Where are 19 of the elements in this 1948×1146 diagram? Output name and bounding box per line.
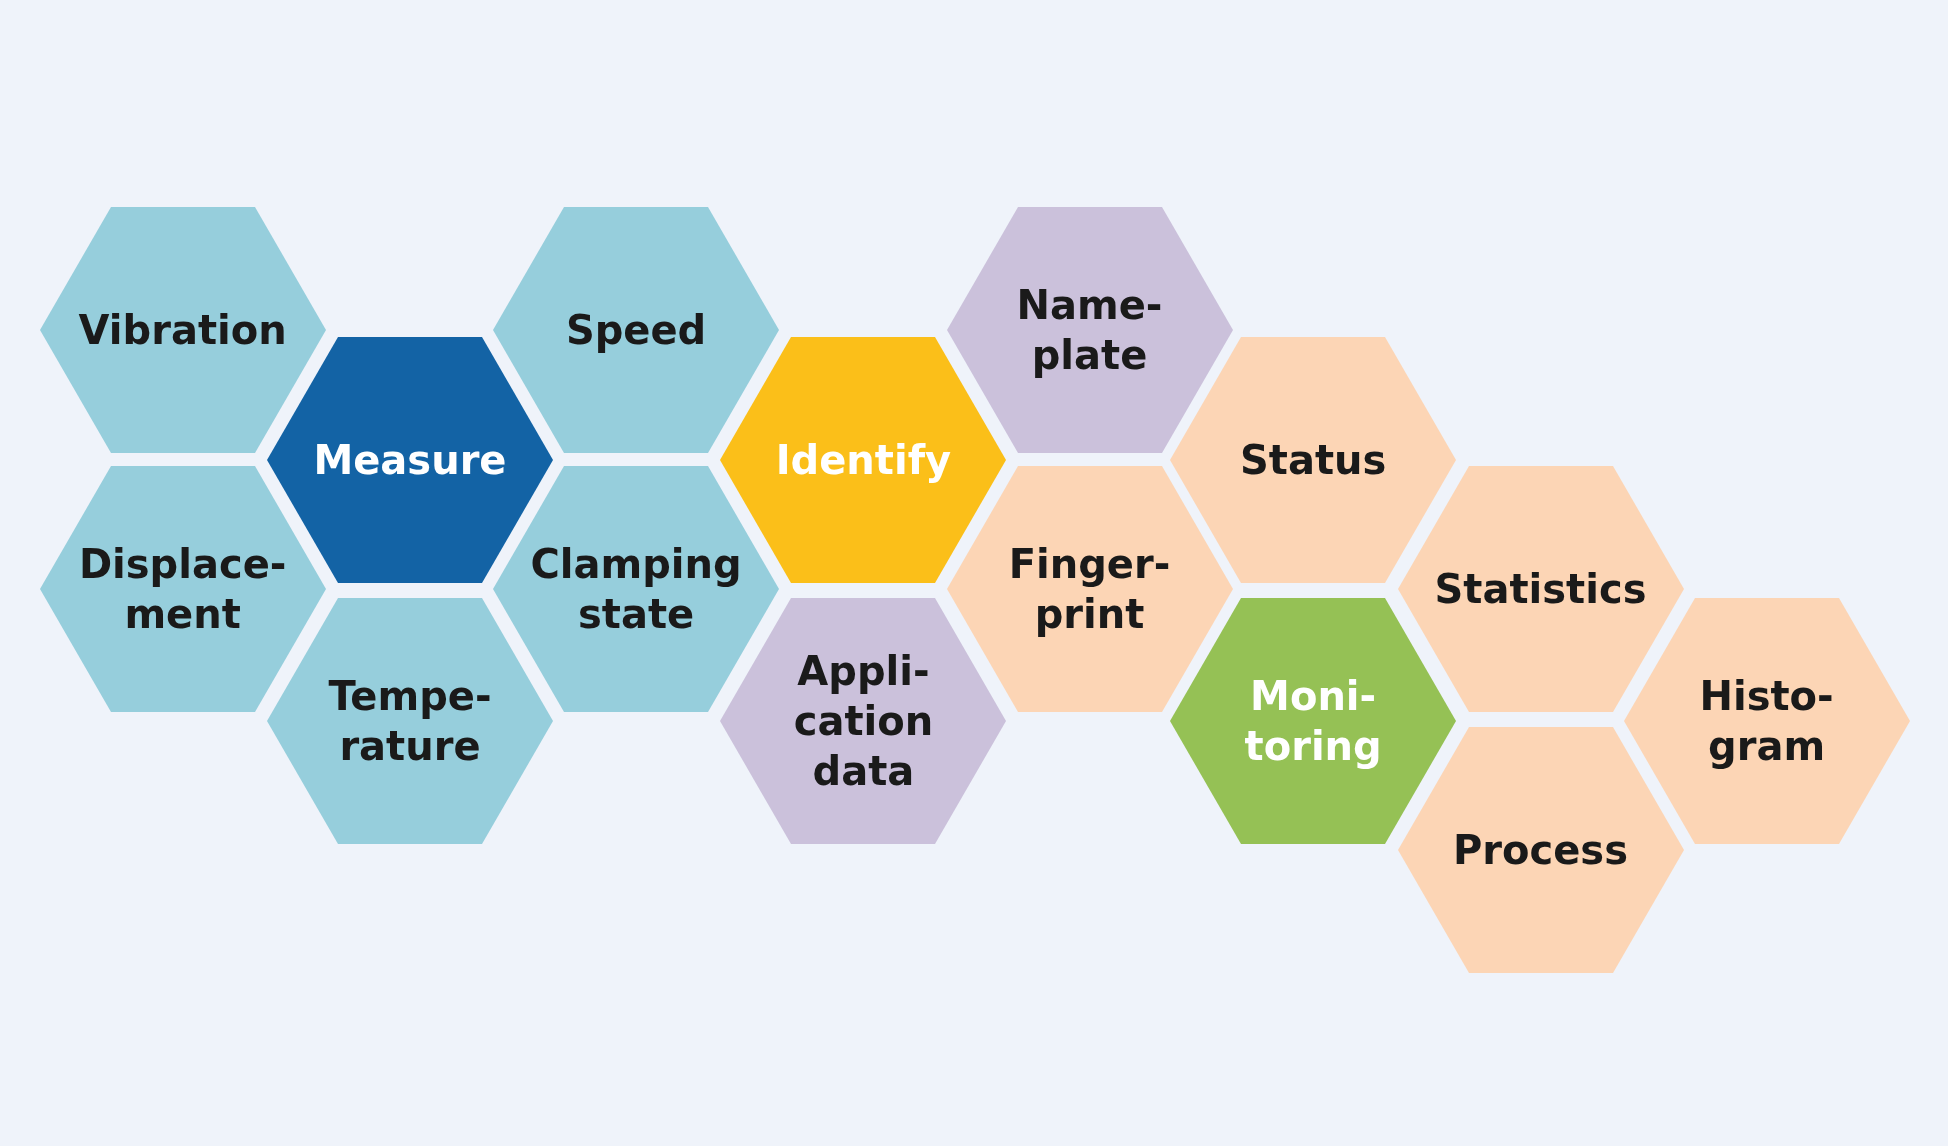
hexagon-label: Process (1453, 825, 1628, 875)
hexagon-label: Moni- toring (1244, 671, 1382, 771)
hexagon-tile (266, 597, 553, 844)
hexagon-tile (1397, 465, 1684, 712)
hexagon-label: Tempe- rature (328, 671, 492, 771)
hexagon-tile (1397, 726, 1684, 973)
hexagon-label: Statistics (1434, 564, 1647, 614)
hexagon-label: Speed (565, 306, 707, 356)
hexagon-label: Displace- ment (78, 539, 287, 639)
hexagon-label: Name- plate (1016, 281, 1163, 381)
hexagon-label: Histo- gram (1699, 671, 1834, 771)
hexagon-label: Finger- print (1008, 539, 1171, 639)
hexagon-label: Vibration (78, 306, 287, 356)
hexagon-label: Clamping state (530, 539, 742, 639)
hexagon-tile (720, 597, 1007, 844)
hexagon-label: Identify (775, 435, 952, 485)
hexagon-label: Appli- cation data (793, 646, 934, 796)
hexagon-label: Measure (313, 435, 507, 485)
hexagon-label: Status (1240, 435, 1387, 485)
